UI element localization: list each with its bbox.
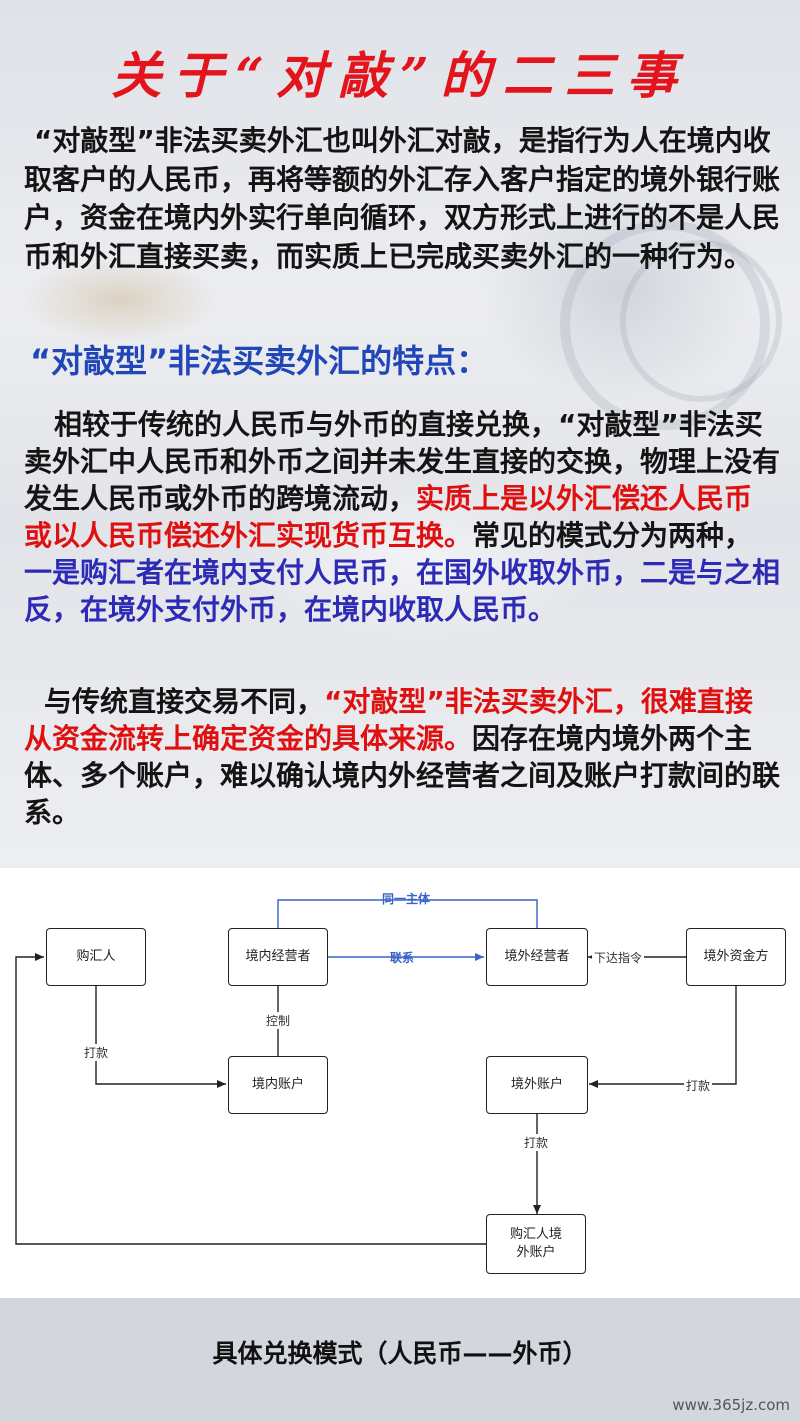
node-foreign-account: 境外账户 bbox=[486, 1056, 588, 1114]
header-background bbox=[0, 0, 800, 868]
label-contact: 联系 bbox=[390, 951, 415, 965]
text-span: 与传统直接交易不同， bbox=[44, 685, 325, 718]
diagram-connectors bbox=[15, 899, 737, 1245]
diagram-caption: 具体兑换模式（人民币——外币） bbox=[212, 1339, 588, 1368]
label-pay-left: 打款 bbox=[82, 1044, 111, 1061]
label-pay-right: 打款 bbox=[684, 1077, 713, 1094]
same-entity-connector bbox=[277, 899, 538, 928]
highlight-red-text: “对敲型”非法买卖外汇，很难直接从资金流转上确定资金的具体来源。 bbox=[24, 685, 753, 755]
features-paragraph: 相较于传统的人民币与外币的直接兑换，“对敲型”非法买卖外汇中人民币和外币之间并未… bbox=[24, 406, 780, 628]
highlight-blue-text: 一是购汇者在境内支付人民币，在国外收取外币，二是与之相反，在境外支付外币，在境内… bbox=[24, 556, 781, 626]
label-instruct: 下达指令 bbox=[592, 949, 645, 966]
node-buyer: 购汇人 bbox=[46, 928, 146, 986]
highlight-red-text: 实质上是以外汇偿还人民币或以人民币偿还外汇实现货币互换。 bbox=[24, 482, 753, 552]
watermark: www.365jz.com bbox=[672, 1396, 790, 1414]
node-domestic-account: 境内账户 bbox=[228, 1056, 328, 1114]
page-title: 关于“对敲”的二三事 bbox=[111, 46, 689, 105]
flow-diagram: 购汇人 境内经营者 境外经营者 境外资金方 境内账户 境外账户 购汇人境外账户 … bbox=[0, 868, 800, 1298]
features-heading: “对敲型”非法买卖外汇的特点： bbox=[30, 342, 489, 380]
node-domestic-operator: 境内经营者 bbox=[228, 928, 328, 986]
node-foreign-operator: 境外经营者 bbox=[486, 928, 588, 986]
node-buyer-foreign-account: 购汇人境外账户 bbox=[486, 1214, 586, 1274]
text-span: 常见的模式分为两种， bbox=[472, 519, 753, 552]
text-span: 相较于传统的人民币与外币的直接兑换，“对敲型”非法买卖外汇中人民币和外币之间并未… bbox=[24, 408, 781, 515]
decorative-ring bbox=[620, 240, 782, 402]
node-foreign-funder: 境外资金方 bbox=[686, 928, 786, 986]
pay-arrow-domestic bbox=[95, 986, 226, 1088]
label-pay-down: 打款 bbox=[522, 1134, 551, 1151]
label-control: 控制 bbox=[264, 1012, 293, 1029]
return-arrow bbox=[15, 953, 487, 1245]
difference-paragraph: 与传统直接交易不同，“对敲型”非法买卖外汇，很难直接从资金流转上确定资金的具体来… bbox=[24, 683, 780, 831]
intro-paragraph: “对敲型”非法买卖外汇也叫外汇对敲，是指行为人在境内收取客户的人民币，再将等额的… bbox=[24, 124, 781, 273]
text-span: 因存在境内境外两个主体、多个账户，难以确认境内外经营者之间及账户打款间的联系。 bbox=[24, 722, 781, 829]
label-same-entity: 同一主体 bbox=[382, 892, 431, 906]
pay-arrow-foreign bbox=[589, 986, 737, 1088]
footer-band: 具体兑换模式（人民币——外币） bbox=[0, 1298, 800, 1422]
